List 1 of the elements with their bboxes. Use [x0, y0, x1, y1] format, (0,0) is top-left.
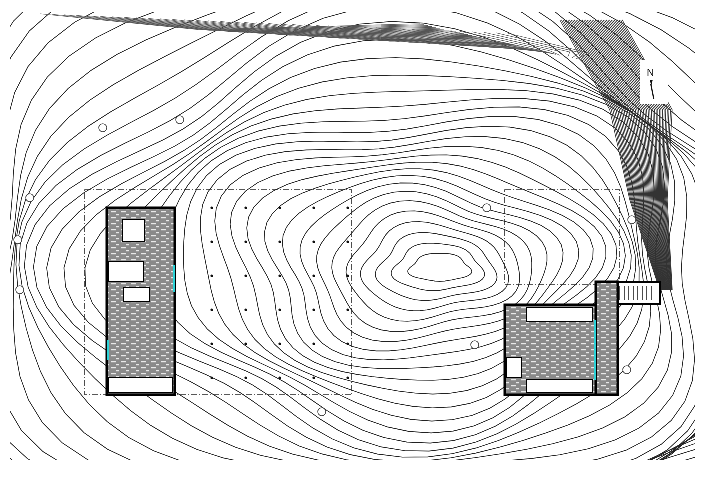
north-label: N — [645, 68, 656, 79]
